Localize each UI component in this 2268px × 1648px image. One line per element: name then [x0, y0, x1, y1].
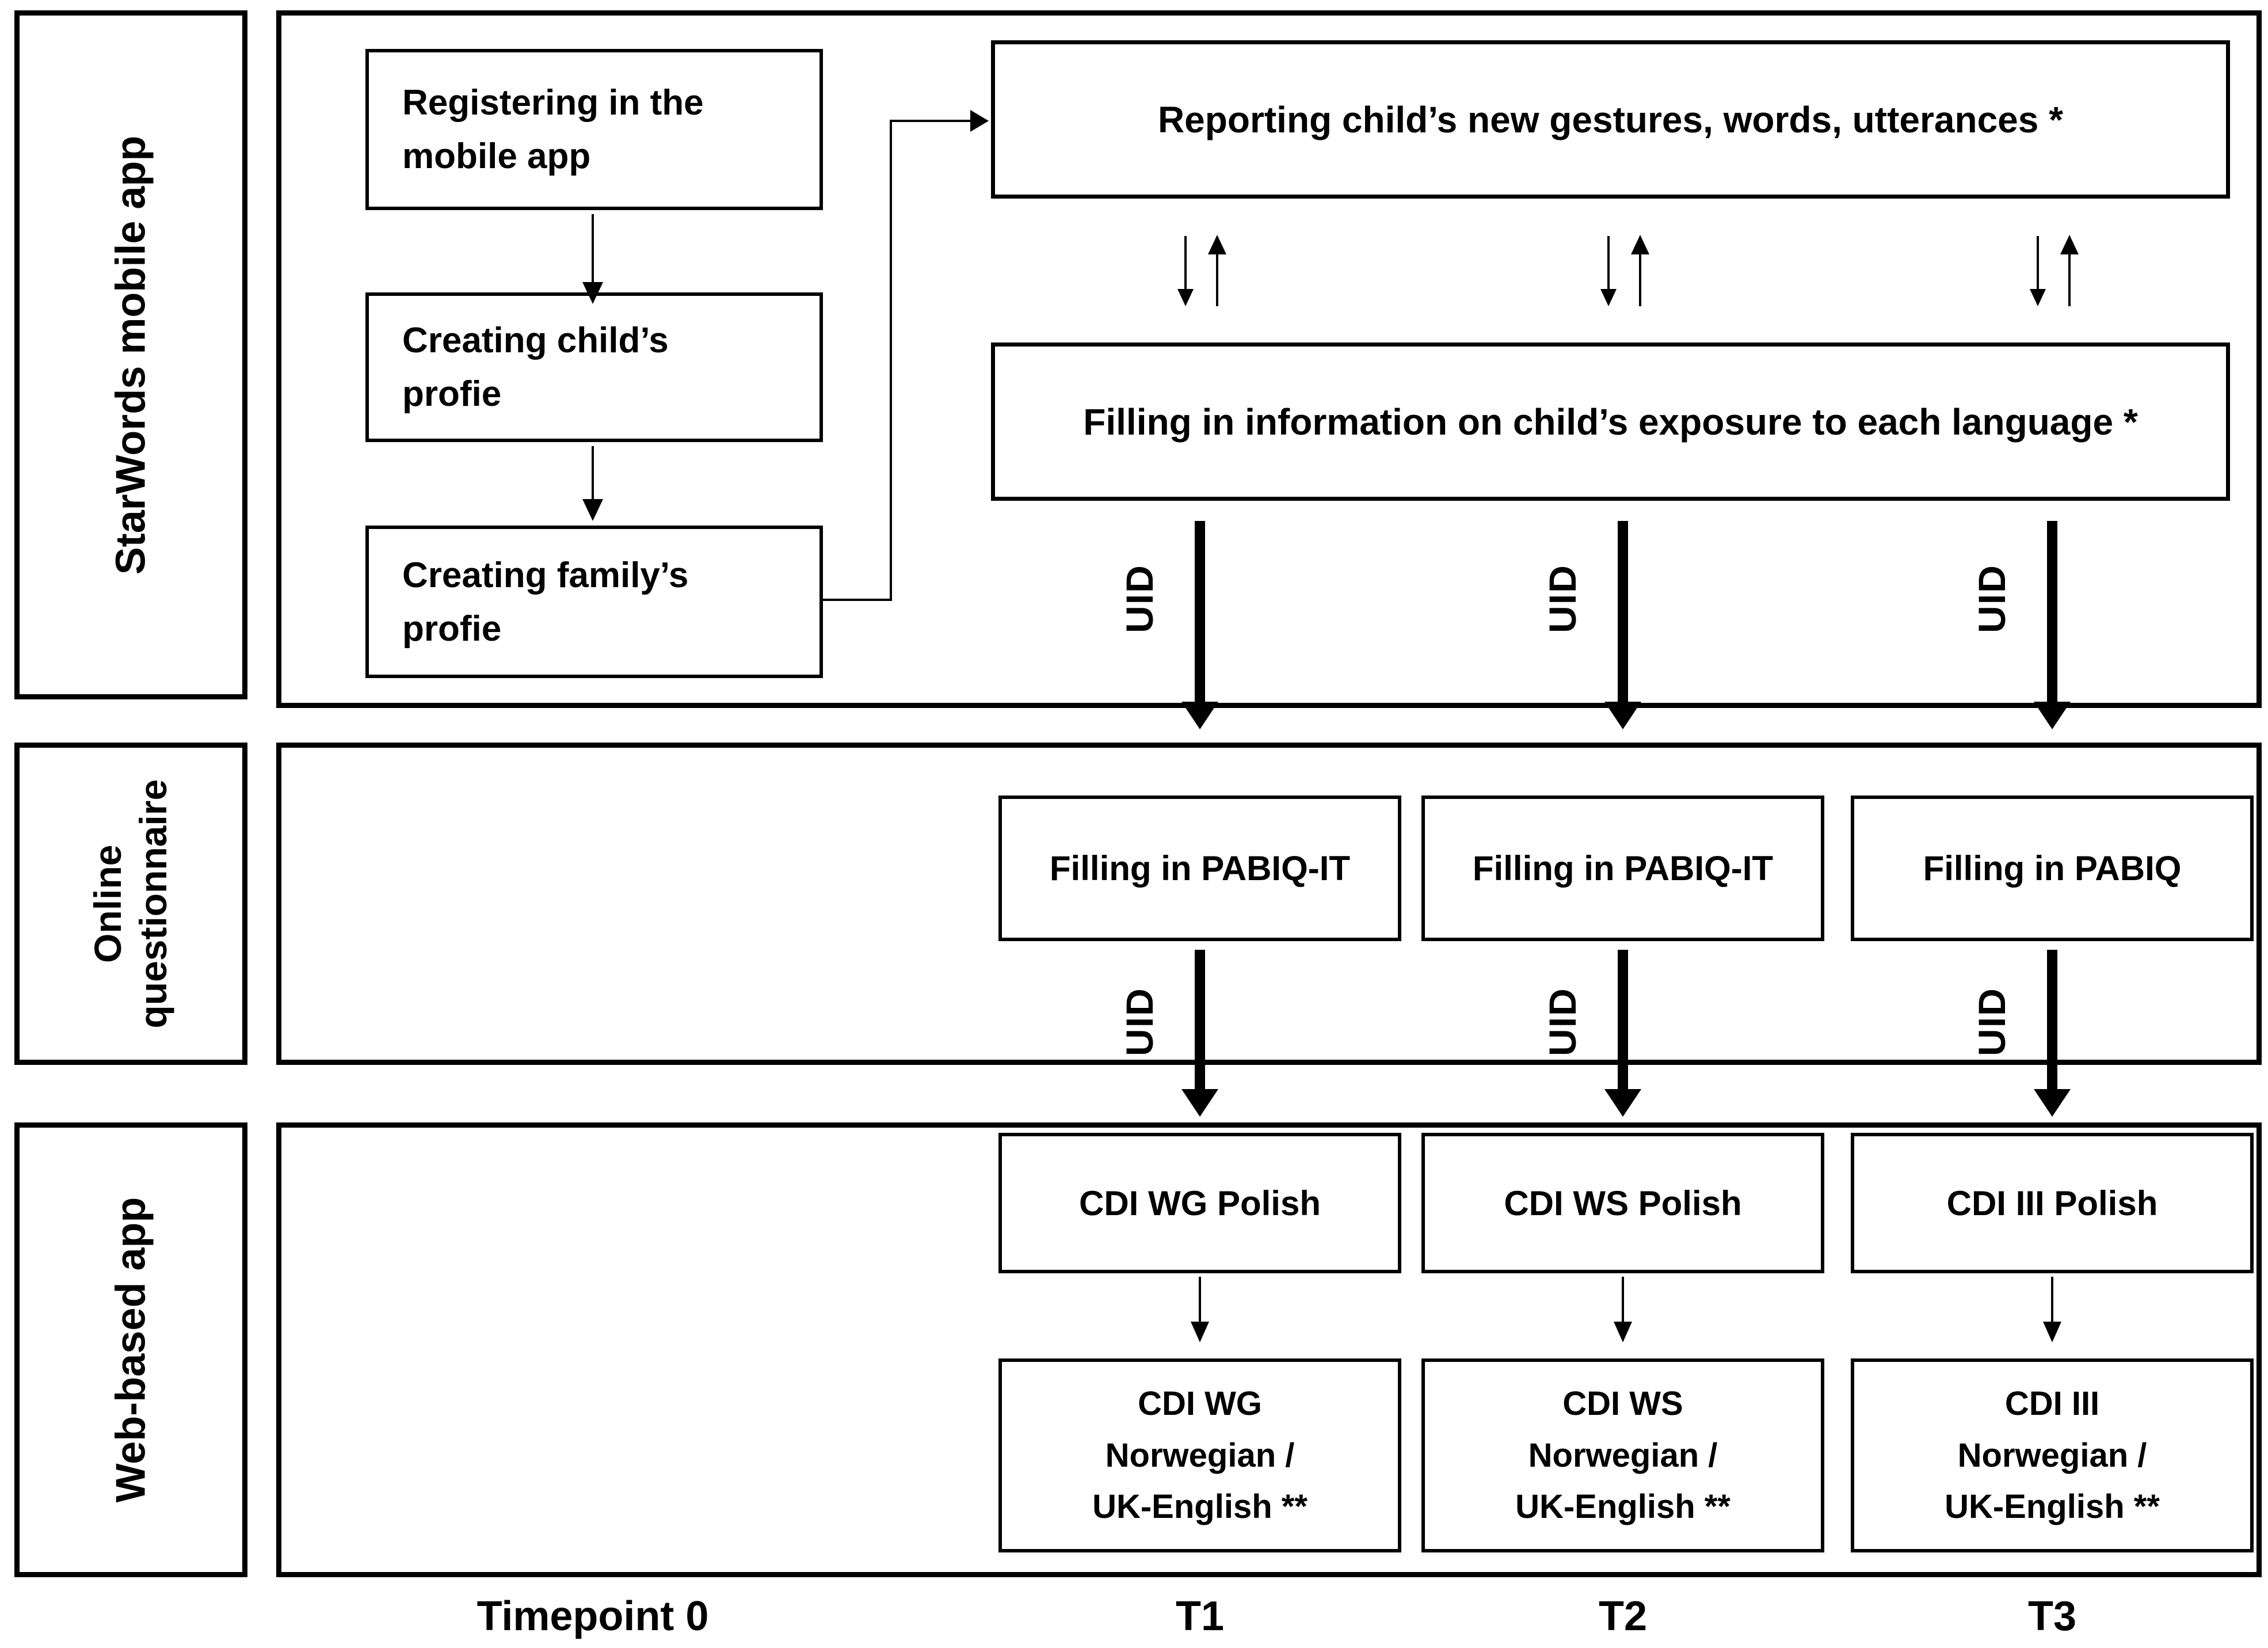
sidebar-label-questionnaire: Online questionnaire: [86, 779, 175, 1029]
cdi-polish-label-t2: CDI WS Polish: [1504, 1183, 1742, 1223]
cdi-translation-box-t3: CDI III Norwegian / UK-English **: [1851, 1358, 2254, 1552]
right-arrow-icon: [970, 110, 989, 132]
timeline-label-t1: T1: [1175, 1593, 1225, 1639]
up-arrow-icon: [1631, 235, 1649, 306]
timeline-label-t0: Timepoint 0: [477, 1593, 709, 1639]
uid-label: UID: [1118, 987, 1161, 1056]
sidebar-label-webapp: Web-based app: [108, 1197, 154, 1503]
cdi-polish-box-t1: CDI WG Polish: [998, 1133, 1401, 1273]
cdi-polish-box-t3: CDI III Polish: [1851, 1133, 2254, 1273]
uid-arrow-icon: [1604, 521, 1641, 729]
cdi-translation-label-t1: CDI WG Norwegian / UK-English **: [1092, 1384, 1308, 1526]
uid-label: UID: [1970, 987, 2013, 1056]
uid-arrow-icon: [2034, 950, 2071, 1117]
up-arrow-icon: [2060, 235, 2079, 306]
uid-label: UID: [1970, 564, 2013, 633]
cdi-translation-label-t2: CDI WS Norwegian / UK-English **: [1515, 1384, 1730, 1526]
down-arrow-icon: [2043, 1277, 2061, 1342]
down-arrow-icon: [582, 214, 603, 304]
cdi-translation-box-t1: CDI WG Norwegian / UK-English **: [998, 1358, 1401, 1552]
sidebar-row-questionnaire: Online questionnaire: [14, 743, 247, 1065]
down-arrow-icon: [582, 446, 603, 521]
pabiq-box-t1: Filling in PABIQ-IT: [998, 796, 1401, 941]
register-step-label: Registering in the mobile app: [402, 83, 704, 176]
uid-label: UID: [1541, 987, 1584, 1056]
exposure-label: Filling in information on child’s exposu…: [1083, 401, 2138, 443]
sidebar-row-webapp: Web-based app: [14, 1122, 247, 1577]
pabiq-label-t1: Filling in PABIQ-IT: [1049, 849, 1351, 888]
timeline-label-t3: T3: [2027, 1593, 2077, 1639]
timeline-label-t2: T2: [1598, 1593, 1648, 1639]
uid-arrow-icon: [1181, 950, 1218, 1117]
cdi-polish-label-t3: CDI III Polish: [1946, 1183, 2158, 1223]
cdi-translation-label-t3: CDI III Norwegian / UK-English **: [1945, 1384, 2160, 1526]
pabiq-box-t2: Filling in PABIQ-IT: [1421, 796, 1824, 941]
uid-label: UID: [1541, 564, 1584, 633]
family-profile-step-label: Creating family’s profie: [402, 555, 689, 649]
uid-arrow-icon: [2034, 521, 2071, 729]
down-arrow-icon: [1600, 236, 1617, 306]
pabiq-label-t2: Filling in PABIQ-IT: [1472, 849, 1774, 888]
down-arrow-icon: [1614, 1277, 1632, 1342]
child-profile-step-box: Creating child’s profie: [365, 292, 823, 442]
pabiq-box-t3: Filling in PABIQ: [1851, 796, 2254, 941]
cdi-translation-box-t2: CDI WS Norwegian / UK-English **: [1421, 1358, 1824, 1552]
pabiq-label-t3: Filling in PABIQ: [1923, 849, 2182, 888]
reporting-box: Reporting child’s new gestures, words, u…: [991, 40, 2230, 199]
exposure-box: Filling in information on child’s exposu…: [991, 342, 2230, 501]
uid-arrow-icon: [1604, 950, 1641, 1117]
up-arrow-icon: [1208, 235, 1226, 306]
sidebar-row-mobile-app: StarWords mobile app: [14, 10, 247, 699]
uid-arrow-icon: [1181, 521, 1218, 729]
connector-line-vertical: [890, 120, 892, 601]
connector-line-horizontal-top: [890, 120, 970, 122]
down-arrow-icon: [1191, 1277, 1209, 1342]
down-arrow-icon: [2030, 236, 2046, 306]
child-profile-step-label: Creating child’s profie: [402, 321, 669, 414]
cdi-polish-label-t1: CDI WG Polish: [1079, 1183, 1321, 1223]
uid-label: UID: [1118, 564, 1161, 633]
down-arrow-icon: [1177, 236, 1194, 306]
reporting-label: Reporting child’s new gestures, words, u…: [1157, 98, 2064, 140]
register-step-box: Registering in the mobile app: [365, 49, 823, 210]
sidebar-label-starwords: StarWords mobile app: [108, 135, 154, 574]
connector-line-horizontal-bottom: [823, 599, 892, 601]
cdi-polish-box-t2: CDI WS Polish: [1421, 1133, 1824, 1273]
family-profile-step-box: Creating family’s profie: [365, 526, 823, 678]
